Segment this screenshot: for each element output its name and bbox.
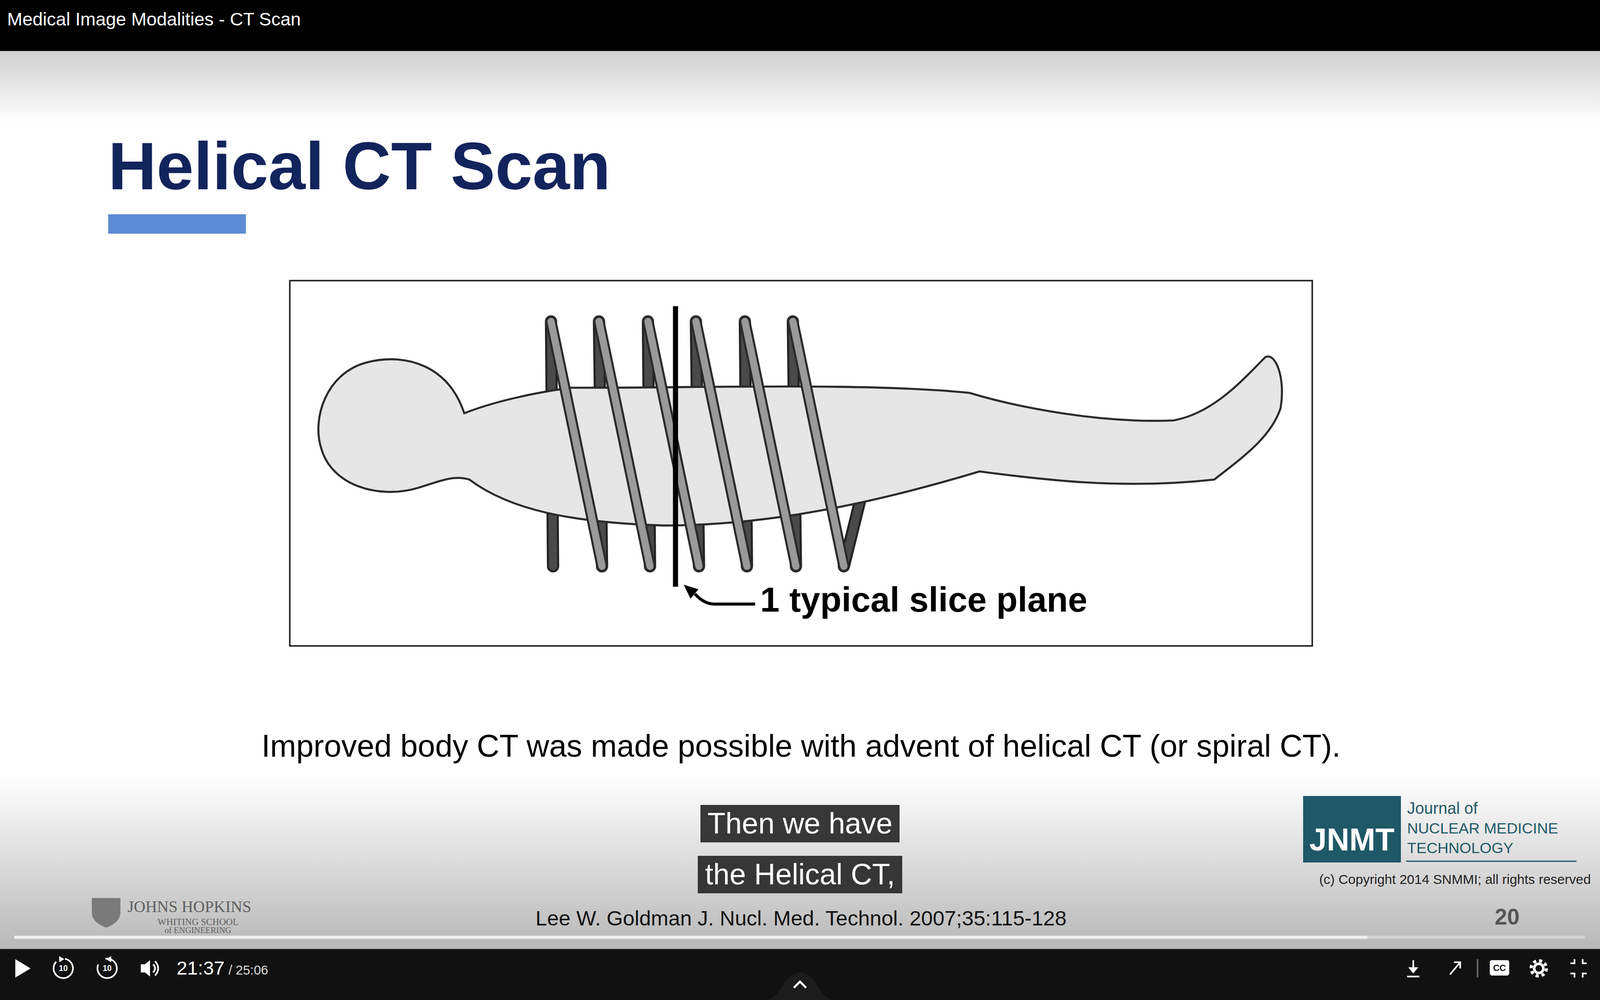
slide-title: Helical CT Scan [108, 127, 611, 205]
slide-number: 20 [1494, 904, 1520, 931]
title-underline [108, 214, 246, 234]
journal-logo: JNMT [1303, 795, 1401, 863]
subtitle-line: Then we have [700, 804, 900, 843]
captions-button-text: CC [1492, 962, 1506, 974]
panel-chevron [793, 981, 806, 988]
progress-played [14, 935, 1368, 939]
copyright-note: (c) Copyright 2014 SNMMI; all rights res… [1319, 871, 1592, 888]
progress-track [14, 935, 1585, 939]
journal-name: Journal of [1407, 799, 1478, 818]
control-bar [0, 949, 1600, 1000]
journal-name: NUCLEAR MEDICINE [1407, 819, 1559, 838]
subtitle-line: the Helical CT, [697, 855, 903, 894]
university-shield [91, 897, 121, 928]
figure-frame [289, 280, 1313, 646]
leader-line [695, 593, 756, 605]
total-time: / 25:06 [228, 962, 269, 978]
top-shade [0, 50, 1600, 123]
helix-front-strands [550, 321, 844, 567]
slide-caption: Improved body CT was made possible with … [261, 728, 1341, 765]
university-school: of ENGINEERING [164, 925, 232, 936]
leader-arrowhead [683, 584, 699, 599]
current-time: 21:37 [176, 957, 225, 980]
journal-rule [1406, 860, 1577, 863]
reference-citation: Lee W. Goldman J. Nucl. Med. Technol. 20… [535, 906, 1067, 931]
panel-tab [765, 972, 835, 1000]
university-name: JOHNS HOPKINS [127, 897, 252, 917]
skip-amount: 10 [58, 963, 68, 974]
top-bar [0, 0, 1600, 51]
callout-label: 1 typical slice plane [760, 579, 1088, 621]
skip-amount: 10 [102, 963, 112, 974]
bottom-shade [0, 775, 1600, 950]
window-title: Medical Image Modalities - CT Scan [7, 8, 301, 30]
slice-plane [672, 306, 678, 588]
journal-name: TECHNOLOGY [1407, 839, 1514, 857]
